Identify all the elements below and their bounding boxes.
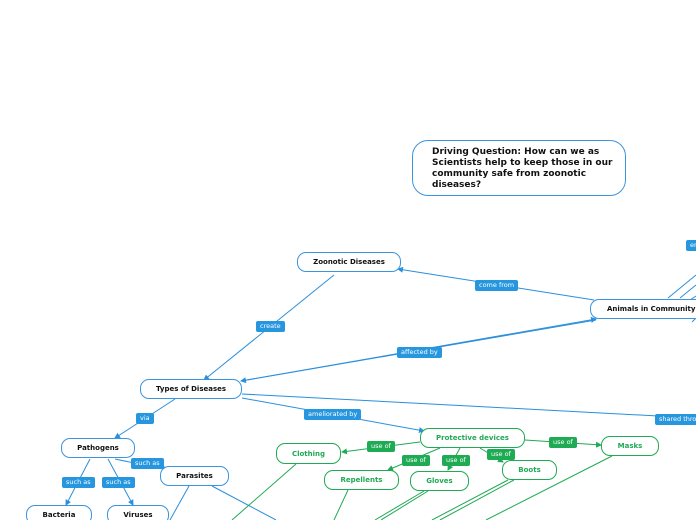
node-label: Animals in Community xyxy=(607,305,696,313)
edge-repellents-down xyxy=(333,489,349,520)
node-zoonotic-diseases[interactable]: Zoonotic Diseases xyxy=(297,252,401,272)
link-label-use-of-gloves[interactable]: use of xyxy=(442,455,470,466)
node-gloves[interactable]: Gloves xyxy=(410,471,469,491)
node-viruses[interactable]: Viruses xyxy=(107,505,169,520)
node-bacteria[interactable]: Bacteria xyxy=(26,505,92,520)
link-label-come-from[interactable]: come from xyxy=(475,280,519,291)
link-label-top-right[interactable]: en xyxy=(686,240,696,251)
link-label-use-of-masks[interactable]: use of xyxy=(549,437,577,448)
node-label: Bacteria xyxy=(42,511,76,519)
node-label: Boots xyxy=(518,466,541,474)
edge-masks-down xyxy=(485,455,613,520)
node-animals-in-community[interactable]: Animals in Community xyxy=(590,299,696,319)
link-label-such-as-viruses[interactable]: such as xyxy=(102,477,135,488)
link-label-such-as-parasites[interactable]: such as xyxy=(131,458,164,469)
edge-gloves-down-2 xyxy=(374,490,425,520)
node-label: Gloves xyxy=(426,477,453,485)
node-types-of-diseases[interactable]: Types of Diseases xyxy=(140,379,242,399)
driving-question-node[interactable]: Driving Question: How can we as Scientis… xyxy=(412,140,626,196)
edge-types-shared xyxy=(241,393,696,419)
link-label-affected-by[interactable]: affected by xyxy=(397,347,442,358)
node-pathogens[interactable]: Pathogens xyxy=(61,438,135,458)
link-label-use-of-repellents[interactable]: use of xyxy=(402,455,430,466)
node-label: Masks xyxy=(617,442,643,450)
driving-question-text: Driving Question: How can we as Scientis… xyxy=(432,147,613,190)
node-clothing[interactable]: Clothing xyxy=(276,443,341,464)
edge-boots-down-2 xyxy=(431,479,509,520)
edge-clothing-down xyxy=(231,463,297,520)
link-label-use-of-boots[interactable]: use of xyxy=(487,449,515,460)
node-label: Parasites xyxy=(176,472,213,480)
node-parasites[interactable]: Parasites xyxy=(160,466,229,486)
link-label-create[interactable]: create xyxy=(256,321,285,332)
edge-boots-down-1 xyxy=(439,479,515,520)
link-label-via[interactable]: via xyxy=(136,413,154,424)
node-label: Pathogens xyxy=(77,444,119,452)
edge-gloves-down-1 xyxy=(380,490,429,520)
link-label-ameliorated-by[interactable]: ameliorated by xyxy=(304,409,362,420)
node-protective-devices[interactable]: Protective devices xyxy=(420,428,525,448)
node-label: Types of Diseases xyxy=(155,385,227,393)
link-label-such-as-bacteria[interactable]: such as xyxy=(62,477,95,488)
node-label: Zoonotic Diseases xyxy=(313,258,385,266)
link-label-shared-through[interactable]: shared thro xyxy=(655,414,696,425)
node-repellents[interactable]: Repellents xyxy=(324,470,399,490)
node-masks[interactable]: Masks xyxy=(601,436,659,456)
link-label-use-of-clothing[interactable]: use of xyxy=(367,441,395,452)
edge-animals-upper-2 xyxy=(679,284,696,299)
node-boots[interactable]: Boots xyxy=(502,460,557,480)
edge-animals-upper-1 xyxy=(667,274,696,299)
edge-parasites-down-left xyxy=(169,485,190,520)
node-label: Viruses xyxy=(123,511,153,519)
node-label: Clothing xyxy=(291,449,326,458)
node-label: Repellents xyxy=(340,476,383,484)
edge-parasites-down-right xyxy=(211,485,277,520)
node-label: Protective devices xyxy=(436,434,509,442)
